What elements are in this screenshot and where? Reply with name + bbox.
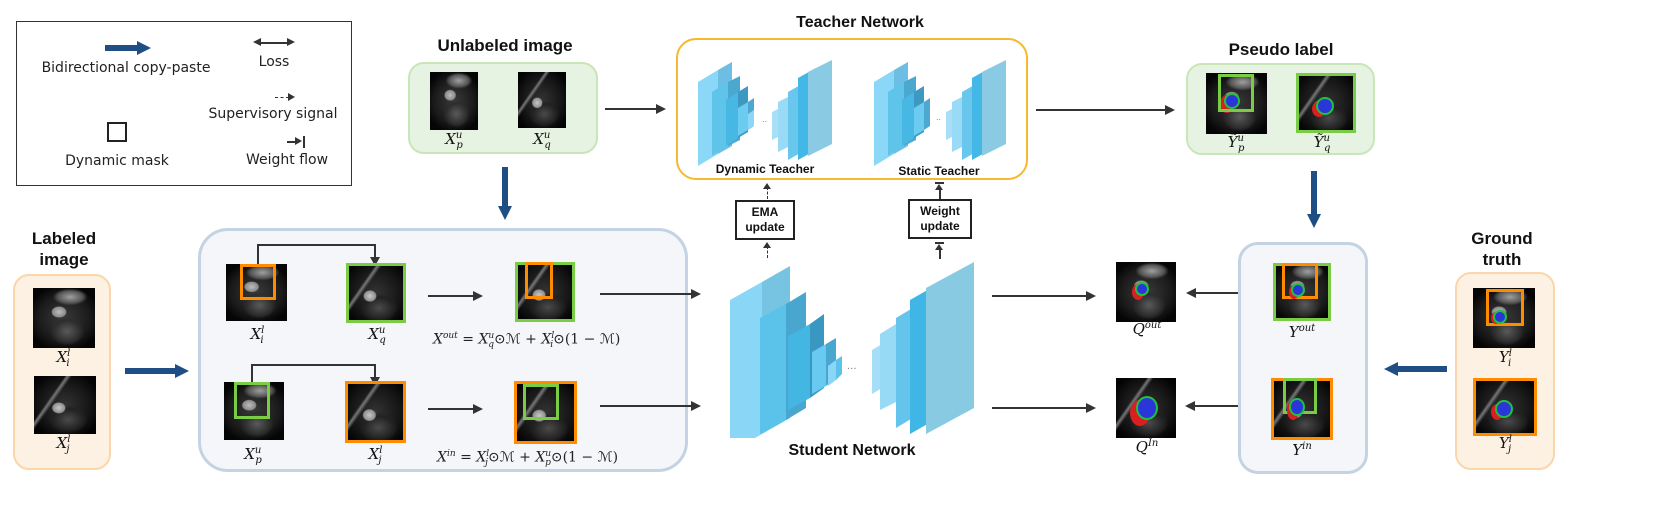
prediction-q-out	[1116, 262, 1176, 322]
arrow-mix-top	[428, 295, 474, 297]
legend-label-weight-flow: Weight flow	[245, 152, 329, 168]
label-yj-l: Ylj	[1498, 434, 1512, 455]
dynamic-teacher-network-icon: ..	[698, 60, 832, 166]
ema-supervisory-arrow-up-top	[763, 183, 773, 201]
copy-paste-arrow-pseudo-down	[1311, 171, 1317, 215]
formula-x-out: Xout = Xuq⊙ℳ + Xli⊙(1 − ℳ)	[433, 331, 621, 351]
ground-truth-panel: Yli Ylj	[1455, 272, 1555, 470]
copy-paste-arrowhead	[498, 206, 512, 220]
connector-xi-to-xq	[257, 244, 259, 266]
label-mix-xq-u: Xuq	[368, 325, 386, 346]
label-yp-tilde-u: Ỹup	[1227, 133, 1245, 154]
copy-paste-arrowhead	[1307, 214, 1321, 228]
static-teacher-network-icon: ..	[874, 60, 1006, 166]
connector-xp-to-xj	[251, 364, 253, 384]
mixed-label-y-out	[1273, 263, 1331, 321]
formula-x-in: Xin = Xlj⊙ℳ + Xup⊙(1 − ℳ)	[437, 449, 619, 469]
mixed-label-y-in	[1271, 378, 1333, 440]
label-yq-tilde-u: Ỹuq	[1313, 133, 1331, 154]
copy-paste-mixing-panel: Xli Xuq Xout = Xuq⊙ℳ + Xli⊙(1 − ℳ) Xup X…	[198, 228, 688, 472]
copy-paste-arrow-ground-truth-left	[1397, 366, 1447, 372]
unlabeled-image-title: Unlabeled image	[437, 36, 573, 55]
mixed-label-panel: Yout Yin	[1238, 242, 1368, 474]
labeled-image-title: Labeled image	[31, 229, 97, 269]
static-teacher-label: Static Teacher	[898, 164, 980, 178]
copy-paste-arrow-unlabeled-down	[502, 167, 508, 207]
pseudo-label-panel: Ỹup Ỹuq	[1186, 63, 1375, 155]
labeled-image-panel: Xli Xlj	[13, 274, 111, 470]
prediction-q-in	[1116, 378, 1176, 438]
label-q-in: QIn	[1135, 438, 1159, 456]
bidirectional-copy-paste-arrow-icon	[105, 41, 151, 55]
weight-flow-arrow-up-top	[935, 182, 945, 200]
pseudo-label-yp	[1206, 73, 1267, 134]
legend-label-supervisory-signal: Supervisory signal	[208, 106, 338, 122]
arrow-mix-bottom	[428, 408, 474, 410]
supervisory-signal-dashed-arrow-icon	[275, 93, 297, 103]
ground-truth-yj	[1473, 378, 1537, 436]
unlabeled-image-xp	[430, 72, 478, 130]
label-y-in: Yin	[1292, 441, 1312, 459]
arrow-teacher-to-pseudo-label	[1036, 109, 1166, 111]
legend-box: Bidirectional copy-paste Loss Supervisor…	[16, 21, 352, 186]
svg-text:..: ..	[936, 113, 941, 122]
legend-label-loss: Loss	[258, 54, 290, 70]
arrow-student-to-q-in	[992, 407, 1087, 409]
unlabeled-image-panel: Xup Xuq	[408, 62, 598, 154]
dynamic-mask-square-icon	[107, 122, 127, 142]
labeled-image-xj	[34, 376, 96, 434]
labeled-image-xi	[33, 288, 95, 348]
mixed-image-x-out	[515, 262, 575, 322]
mix-image-xp-u	[224, 382, 284, 440]
ema-supervisory-arrow-up-bottom	[763, 242, 773, 260]
copy-paste-arrowhead	[175, 364, 189, 378]
student-network-icon: ···	[730, 262, 974, 438]
pseudo-label-title: Pseudo label	[1228, 40, 1334, 59]
student-network-title: Student Network	[788, 442, 916, 459]
label-mix-xj-l: Xlj	[368, 445, 383, 466]
dynamic-teacher-label: Dynamic Teacher	[715, 162, 815, 176]
copy-paste-arrow-labeled-right	[125, 368, 175, 374]
ground-truth-title: Ground truth	[1471, 229, 1533, 269]
legend-label-dynamic-mask: Dynamic mask	[65, 153, 169, 169]
copy-paste-arrowhead	[1384, 362, 1398, 376]
mix-image-xq-u	[346, 263, 406, 323]
arrow-x-in-to-student	[600, 405, 692, 407]
legend-label-bidirectional-copy-paste: Bidirectional copy-paste	[41, 60, 211, 76]
weight-flow-arrow-icon	[287, 136, 305, 148]
ground-truth-yi	[1473, 288, 1535, 348]
arrow-unlabeled-to-teacher	[605, 108, 657, 110]
label-xi-l: Xli	[56, 348, 71, 369]
arrowhead	[656, 104, 666, 114]
mix-image-xi-l	[226, 264, 287, 321]
label-xq-u: Xuq	[533, 130, 551, 151]
teacher-network-panel: .. Dynamic Teacher .. Static Teacher	[676, 38, 1028, 180]
arrow-x-out-to-student	[600, 293, 692, 295]
loss-double-arrow-icon	[253, 38, 295, 48]
label-yi-l: Yli	[1498, 348, 1512, 369]
mix-image-xj-l	[345, 381, 406, 443]
label-mix-xp-u: Xup	[244, 445, 262, 466]
teacher-network-title: Teacher Network	[796, 14, 924, 31]
label-y-out: Yout	[1288, 323, 1316, 341]
label-xp-u: Xup	[445, 130, 463, 151]
label-xj-l: Xlj	[56, 434, 71, 455]
mixed-image-x-in	[514, 381, 577, 444]
pseudo-label-yq	[1296, 73, 1356, 133]
svg-text:···: ···	[847, 364, 857, 375]
label-mix-xi-l: Xli	[250, 325, 265, 346]
label-q-out: Qout	[1132, 320, 1162, 338]
weight-flow-arrow-up-bottom	[935, 242, 945, 260]
unlabeled-image-xq	[518, 72, 566, 128]
arrowhead	[1165, 105, 1175, 115]
svg-text:..: ..	[762, 115, 767, 124]
arrow-student-to-q-out	[992, 295, 1087, 297]
